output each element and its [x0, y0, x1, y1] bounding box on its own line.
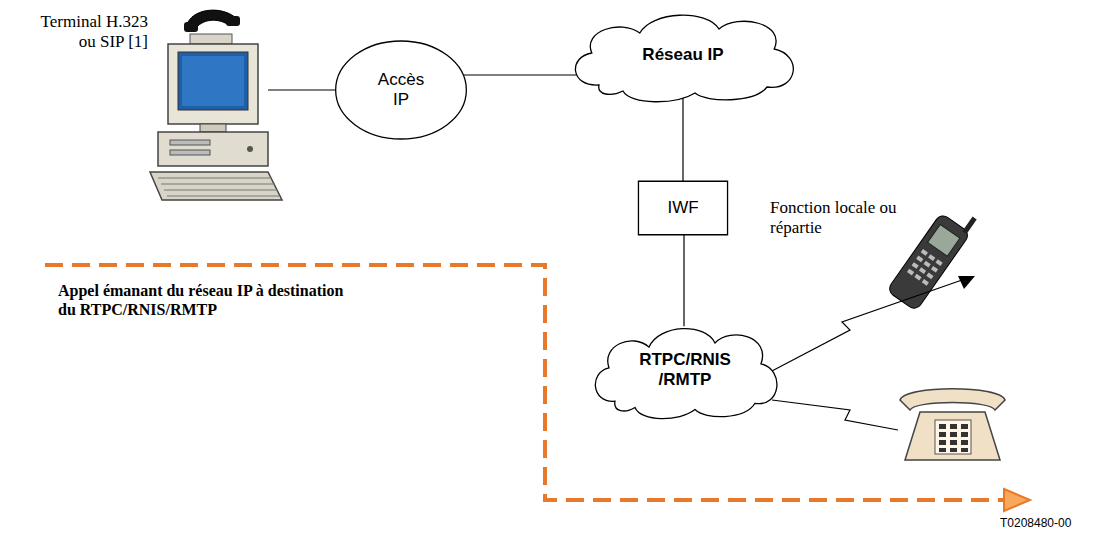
network-cloud: RTPC/RNIS /RMTP: [585, 318, 785, 422]
node-label: IWF: [667, 198, 698, 218]
call-path: [45, 265, 1030, 511]
access-wire: [268, 89, 337, 90]
radio-link: [770, 276, 975, 372]
node-label: Accès IP: [371, 70, 431, 111]
network-link: [683, 235, 684, 326]
phone-line: [772, 400, 898, 430]
function-box: IWF: [638, 181, 728, 235]
network-cloud: Réseau IP: [563, 5, 803, 105]
call-path-note: Appel émanant du réseau IP à destination…: [58, 281, 358, 319]
function-note: Fonction locale ou répartie: [770, 198, 900, 239]
figure-number: T0208480-00: [1000, 516, 1106, 530]
computer-terminal: [150, 10, 282, 200]
network-link: [464, 74, 587, 75]
mobile-phone: [887, 201, 980, 312]
terminal-label: Terminal H.323 ou SIP [1]: [20, 12, 148, 53]
access-ellipse: Accès IP: [335, 40, 467, 140]
node-label: Réseau IP: [642, 45, 723, 65]
desk-phone: [900, 389, 1005, 460]
node-label: RTPC/RNIS /RMTP: [630, 350, 740, 391]
network-link: [682, 95, 683, 181]
